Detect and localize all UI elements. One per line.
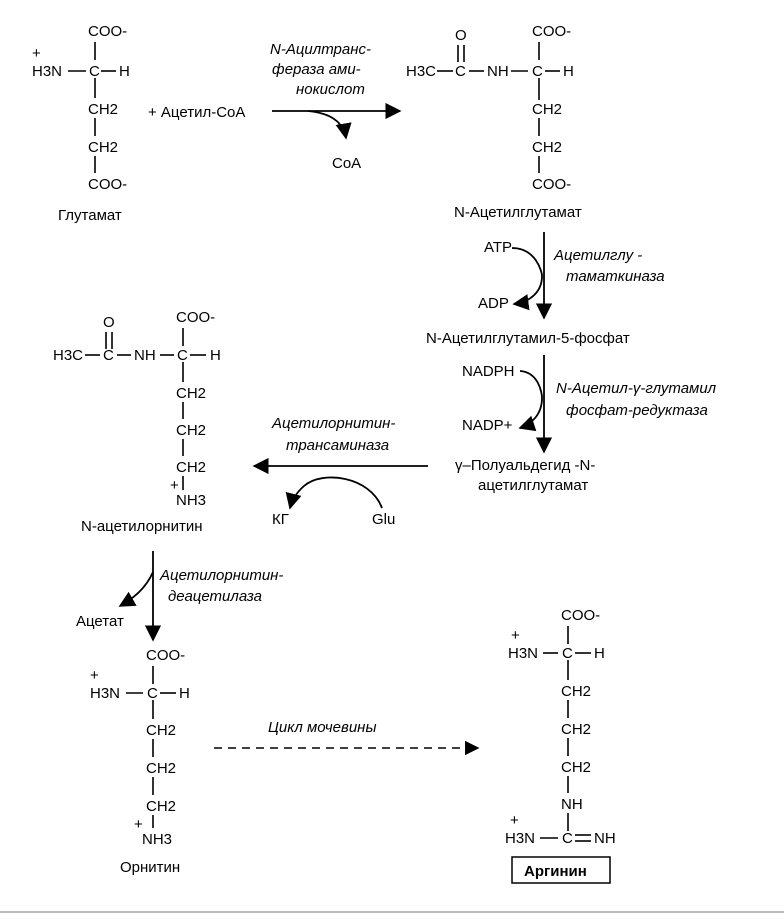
amino-label: H3N — [32, 63, 62, 80]
carboxylate-label: COO- — [532, 176, 571, 193]
acetylglutamyl-phosphate-name: N-Ацетилглутамил-5-фосфат — [426, 330, 630, 347]
enzyme-label: Ацетилглу - — [553, 247, 642, 264]
acetyl-coa-label: + Ацетил-CoA — [148, 104, 245, 121]
ch2-label: CH2 — [561, 683, 591, 700]
ch2-label: CH2 — [176, 422, 206, 439]
carbon-label: C — [89, 63, 100, 80]
glu-label: Glu — [372, 511, 395, 528]
carboxylate-label: COO- — [561, 607, 600, 624]
atp-label: ATP — [484, 239, 512, 256]
nadp-label: NADP+ — [462, 417, 513, 434]
carboxylate-label: COO- — [88, 176, 127, 193]
urea-cycle-label: Цикл мочевины — [268, 719, 376, 736]
ch2-label: CH2 — [88, 101, 118, 118]
carbon-label: C — [562, 830, 573, 847]
kg-label: КГ — [272, 511, 289, 528]
glutamate-structure: COO- + H3N C H CH2 CH2 COO- Глутамат — [32, 23, 130, 224]
ch2-label: CH2 — [176, 459, 206, 476]
side-product-arrow — [307, 110, 352, 140]
acetylglutamate-structure: O COO- H3C C NH C H CH2 CH2 COO- N-Ацети… — [406, 23, 582, 221]
enzyme-acyltransferase: N-Ацилтранс- фераза ами- нокислот — [270, 41, 371, 98]
cofactor-arrow — [518, 370, 543, 432]
hydrogen-label: H — [179, 685, 190, 702]
hydrogen-label: H — [563, 63, 574, 80]
ch2-label: CH2 — [532, 101, 562, 118]
nh-label: NH — [487, 63, 509, 80]
carbon-label: C — [147, 685, 158, 702]
ammonium-label: NH3 — [176, 492, 206, 509]
ch2-label: CH2 — [561, 721, 591, 738]
ch2-label: CH2 — [146, 722, 176, 739]
carbon-label: C — [455, 63, 466, 80]
imine-label: NH — [594, 830, 616, 847]
amino-label: H3N — [90, 685, 120, 702]
amino-label: H3N — [508, 645, 538, 662]
ch2-label: CH2 — [561, 759, 591, 776]
cofactor-arrow — [511, 247, 543, 311]
enzyme-label: трансаминаза — [286, 437, 389, 454]
hydrogen-label: H — [594, 645, 605, 662]
plus-charge: + — [32, 45, 41, 62]
enzyme-label: Ацетилорнитин- — [271, 415, 395, 432]
ornithine-name: Орнитин — [120, 859, 180, 876]
enzyme-label: N-Ацилтранс- — [270, 41, 371, 58]
plus-charge: + — [510, 812, 519, 829]
hydrogen-label: H — [210, 347, 221, 364]
ch2-label: CH2 — [88, 139, 118, 156]
acetylornithine-name: N-ацетилорнитин — [81, 518, 203, 535]
adp-label: ADP — [478, 295, 509, 312]
enzyme-label: Ацетилорнитин- — [159, 567, 283, 584]
enzyme-label: N-Ацетил-γ-глутамил — [556, 380, 717, 397]
arginine-structure: COO- + H3N C H CH2 CH2 CH2 NH + H3N C NH… — [505, 607, 616, 884]
transamination-arrow — [285, 476, 383, 510]
arginine-name: Аргинин — [524, 863, 587, 880]
acetylornithine-structure: O COO- H3C C NH C H CH2 CH2 CH2 + NH3 N-… — [53, 309, 221, 535]
methyl-label: H3C — [406, 63, 436, 80]
oxygen-label: O — [455, 27, 467, 44]
carboxylate-label: COO- — [532, 23, 571, 40]
acetylglutamate-name: N-Ацетилглутамат — [454, 204, 582, 221]
enzyme-label: таматкиназа — [566, 268, 665, 285]
plus-charge: + — [511, 627, 520, 644]
enzyme-label: фераза ами- — [272, 61, 361, 78]
plus-charge: + — [90, 667, 99, 684]
enzyme-label: фосфат-редуктаза — [566, 402, 708, 419]
carbon-label: C — [532, 63, 543, 80]
enzyme-label: нокислот — [296, 81, 365, 98]
arginine-name-box — [511, 856, 611, 884]
ornithine-structure: COO- + H3N C H CH2 CH2 CH2 + NH3 Орнитин — [90, 647, 190, 876]
plus-charge: + — [134, 816, 143, 833]
carbon-label: C — [177, 347, 188, 364]
oxygen-label: O — [103, 314, 115, 331]
carbon-label: C — [103, 347, 114, 364]
carbon-label: C — [562, 645, 573, 662]
nh-label: NH — [134, 347, 156, 364]
plus-charge: + — [170, 477, 179, 494]
ch2-label: CH2 — [176, 385, 206, 402]
nadph-label: NADPH — [462, 363, 515, 380]
methyl-label: H3C — [53, 347, 83, 364]
semialdehyde-name: γ–Полуальдегид -N- — [455, 457, 595, 474]
acetate-label: Ацетат — [76, 613, 124, 630]
side-product-arrow — [118, 571, 154, 607]
glutamate-name: Глутамат — [58, 207, 122, 224]
ch2-label: CH2 — [146, 760, 176, 777]
ch2-label: CH2 — [146, 798, 176, 815]
coa-label: CoA — [332, 155, 361, 172]
ch2-label: CH2 — [532, 139, 562, 156]
carboxylate-label: COO- — [176, 309, 215, 326]
semialdehyde-name: ацетилглутамат — [478, 477, 588, 494]
carboxylate-label: COO- — [146, 647, 185, 664]
nh-label: NH — [561, 796, 583, 813]
hydrogen-label: H — [119, 63, 130, 80]
ammonium-label: NH3 — [142, 831, 172, 848]
enzyme-label: деацетилаза — [168, 588, 262, 605]
amino-label: H3N — [505, 830, 535, 847]
carboxylate-label: COO- — [88, 23, 127, 40]
